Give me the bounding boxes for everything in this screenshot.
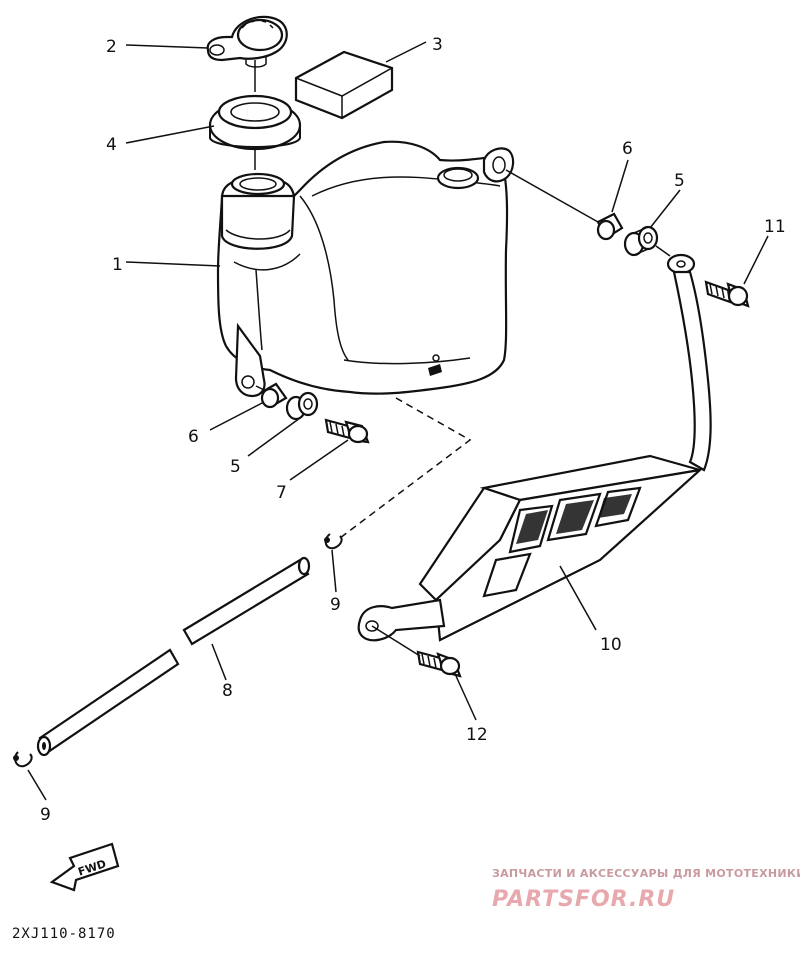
watermark-tagline: ЗАПЧАСТИ И АКСЕССУАРЫ ДЛЯ МОТОТЕХНИКИ <box>492 867 800 880</box>
callout-3: 3 <box>432 35 443 55</box>
part-1-tank <box>216 140 515 398</box>
callout-5b: 5 <box>230 457 241 477</box>
part-9-clip-upper <box>324 533 343 550</box>
part-2-cap <box>206 15 288 68</box>
callout-12: 12 <box>466 725 488 745</box>
part-3-pad <box>294 50 394 120</box>
watermark-brand: PARTSFOR.RU <box>492 887 675 912</box>
callout-8: 8 <box>222 681 233 701</box>
watermark: ЗАПЧАСТИ И АКСЕССУАРЫ ДЛЯ МОТОТЕХНИКИ PA… <box>492 867 800 912</box>
callout-7: 7 <box>276 483 287 503</box>
part-11-bolt <box>704 280 750 308</box>
callout-5a: 5 <box>674 171 685 191</box>
callout-9a: 9 <box>330 595 341 615</box>
fwd-arrow-icon: FWD <box>49 842 120 892</box>
part-6-collar-lower <box>260 382 288 409</box>
part-12-bolt <box>416 650 462 678</box>
callout-1: 1 <box>112 255 123 275</box>
callout-4: 4 <box>106 135 117 155</box>
part-10-bracket <box>357 253 712 642</box>
callout-9b: 9 <box>40 805 51 825</box>
part-5-grommet-upper <box>623 225 659 257</box>
part-4-gasket <box>208 94 302 151</box>
callout-6a: 6 <box>622 139 633 159</box>
part-9-clip-lower <box>13 751 33 768</box>
part-6-collar-upper <box>596 212 624 241</box>
leader-lines <box>27 41 769 801</box>
callout-10: 10 <box>600 635 622 655</box>
part-5-grommet-lower <box>285 391 319 421</box>
callout-11: 11 <box>764 217 786 237</box>
callout-6b: 6 <box>188 427 199 447</box>
diagram-code: 2XJ110-8170 <box>12 926 116 942</box>
callout-2: 2 <box>106 37 117 57</box>
part-7-bolt <box>324 418 370 444</box>
part-8-hose <box>36 556 311 757</box>
callout-numbers: 2 3 4 1 6 5 11 6 5 7 9 10 8 12 9 <box>40 35 786 825</box>
hose-route-line <box>339 397 472 539</box>
